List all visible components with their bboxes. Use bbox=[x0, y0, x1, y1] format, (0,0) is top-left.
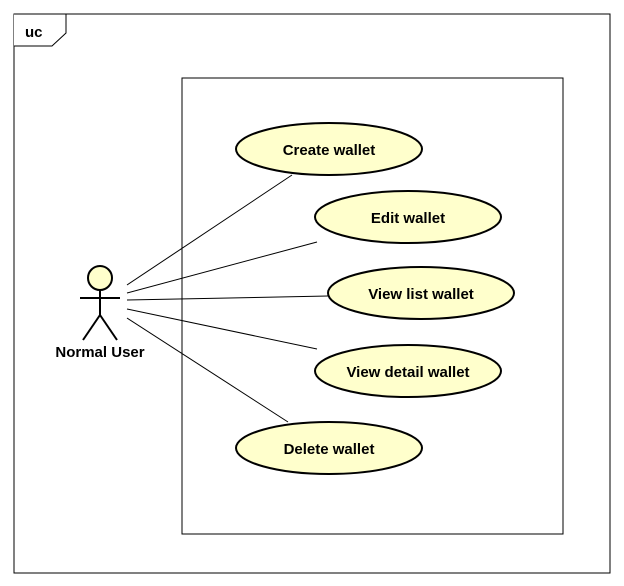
actor-normal-user[interactable]: Normal User bbox=[55, 265, 145, 361]
association-delete-wallet bbox=[126, 317, 289, 423]
actor-right-leg bbox=[99, 314, 118, 341]
use-case-ellipse bbox=[235, 421, 423, 475]
use-case-ellipse bbox=[314, 190, 502, 244]
use-case-label: Create wallet bbox=[283, 142, 376, 159]
actor-left-leg bbox=[82, 314, 101, 341]
use-case-label: Edit wallet bbox=[371, 210, 445, 227]
use-case-label: Delete wallet bbox=[284, 441, 375, 458]
use-case-ellipse bbox=[235, 122, 423, 176]
actor-head bbox=[87, 265, 113, 291]
use-case-ellipse bbox=[327, 266, 515, 320]
associations bbox=[126, 174, 329, 423]
actor-label: Normal User bbox=[55, 344, 144, 361]
use-case-label: View detail wallet bbox=[346, 364, 469, 381]
use-case-label: View list wallet bbox=[368, 286, 474, 303]
use-case-ellipse bbox=[314, 344, 502, 398]
association-create-wallet bbox=[126, 174, 293, 286]
association-view-list-wallet bbox=[126, 295, 329, 301]
frame-tag-label: uc bbox=[25, 24, 43, 41]
use-case-delete-wallet[interactable]: Delete wallet bbox=[235, 421, 423, 475]
use-case-create-wallet[interactable]: Create wallet bbox=[235, 122, 423, 176]
association-edit-wallet bbox=[126, 241, 318, 294]
use-case-view-list-wallet[interactable]: View list wallet bbox=[327, 266, 515, 320]
use-case-edit-wallet[interactable]: Edit wallet bbox=[314, 190, 502, 244]
association-view-detail-wallet bbox=[126, 308, 318, 350]
use-case-view-detail-wallet[interactable]: View detail wallet bbox=[314, 344, 502, 398]
frame-tag-pentagon bbox=[14, 13, 67, 47]
